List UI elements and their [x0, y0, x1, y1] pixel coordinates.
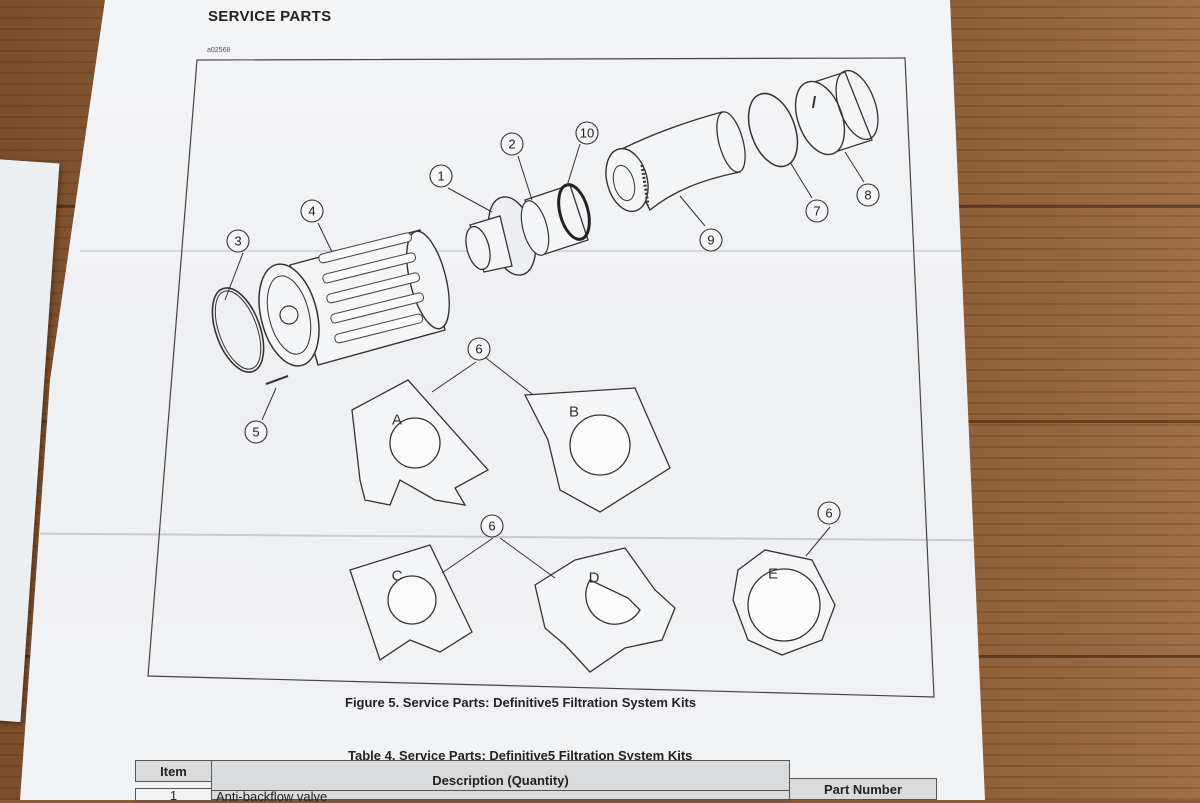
callout-circles [226, 121, 880, 538]
callout-9: 9 [707, 233, 714, 248]
page-heading: SERVICE PARTS [208, 8, 332, 25]
callout-6-bottom: 6 [488, 519, 495, 534]
part-3-o-ring [211, 287, 265, 373]
callout-3: 3 [234, 234, 241, 249]
column-header-part-number: Part Number [789, 778, 937, 800]
plate-letter-e: E [768, 566, 778, 583]
callout-6-right: 6 [825, 506, 832, 521]
plate-letter-b: B [569, 404, 579, 421]
callout-8: 8 [864, 188, 871, 203]
table-title: Table 4. Service Parts: Definitive5 Filt… [348, 748, 693, 763]
callout-5: 5 [252, 425, 259, 440]
plate-letter-a: A [392, 412, 402, 429]
part-4-filter-cartridge [258, 229, 450, 367]
column-header-item: Item [135, 760, 212, 782]
part-6-plate-a [351, 379, 490, 506]
part-1-2-valve-body [465, 183, 591, 276]
part-8-cap [794, 69, 879, 156]
part-7-o-ring [747, 92, 799, 168]
figure-frame [147, 57, 935, 698]
part-5-pin [265, 375, 289, 385]
service-parts-table: Item Description (Quantity) Part Number … [135, 760, 937, 803]
part-6-plate-d [534, 547, 676, 673]
table-cell-description: Anti-backflow valve [211, 790, 790, 802]
callout-6-top: 6 [475, 342, 482, 357]
figure-id: a02568 [207, 47, 231, 54]
callout-leader-lines [224, 143, 865, 579]
plate-letter-d: D [589, 570, 600, 587]
part-6-plate-e [732, 549, 836, 656]
figure-caption: Figure 5. Service Parts: Definitive5 Fil… [345, 695, 697, 710]
plate-letter-c: C [392, 568, 403, 585]
callout-4: 4 [308, 204, 315, 219]
callout-1: 1 [437, 169, 444, 184]
part-9-elbow-tube [605, 111, 746, 213]
callout-10: 10 [580, 126, 594, 141]
callout-2: 2 [508, 137, 515, 152]
part-6-plate-c [349, 544, 473, 662]
part-6-plate-b [523, 387, 671, 513]
callout-7: 7 [813, 204, 820, 219]
part-3-o-ring-inner [214, 290, 262, 370]
